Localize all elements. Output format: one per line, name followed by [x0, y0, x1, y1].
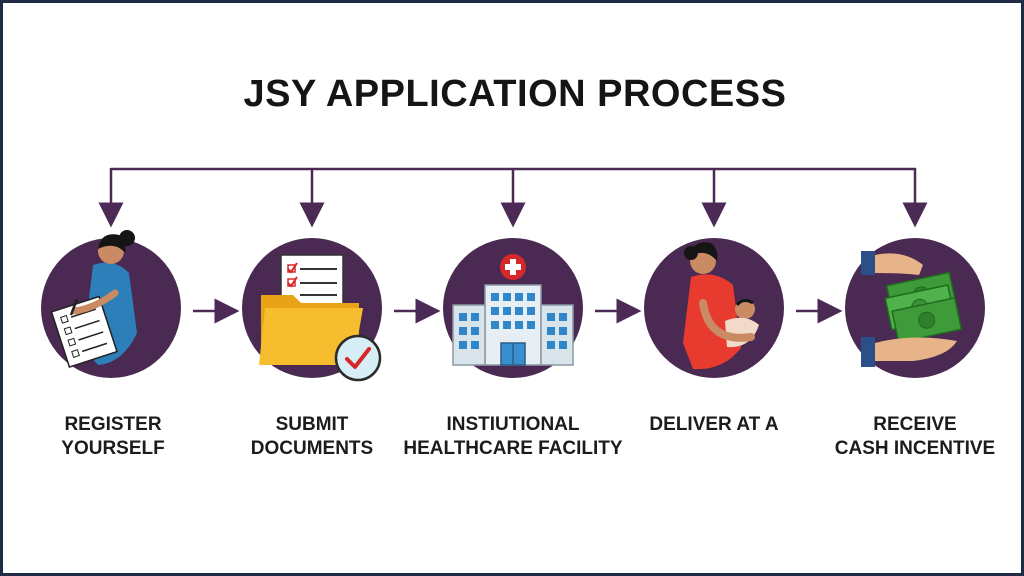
step-label-5-line-2: CASH INCENTIVE: [834, 438, 996, 459]
step-label-1-line-2: YOURSELF: [61, 438, 165, 459]
step-label-2-line-2: DOCUMENTS: [250, 438, 374, 459]
process-diagram: [41, 167, 985, 382]
step-label-5-line-1: RECEIVE: [873, 414, 957, 435]
step-label-5: RECEIVE CASH INCENTIVE: [805, 413, 1024, 461]
mother-with-newborn-icon: [683, 242, 759, 370]
document-folder-check-icon: [259, 254, 382, 382]
hospital-building-icon: [452, 254, 574, 366]
page-title: JSY APPLICATION PROCESS: [243, 73, 787, 115]
step-label-4: DELIVER AT A: [604, 413, 824, 437]
top-connector: [98, 167, 928, 228]
step-label-2-line-1: SUBMIT: [275, 414, 349, 435]
cash-in-hand-icon: [861, 251, 963, 367]
step-label-1-line-1: REGISTER: [64, 414, 162, 435]
step-label-3-line-1: INSTIUTIONAL: [446, 414, 580, 435]
step-label-2: SUBMIT DOCUMENTS: [202, 413, 422, 461]
woman-filling-form-icon: [50, 230, 137, 369]
step-label-4-line-1: DELIVER AT A: [649, 414, 779, 435]
step-label-3: INSTIUTIONAL HEALTHCARE FACILITY: [403, 413, 623, 461]
step-label-3-line-2: HEALTHCARE FACILITY: [403, 438, 623, 459]
step-label-1: REGISTER YOURSELF: [3, 413, 223, 461]
